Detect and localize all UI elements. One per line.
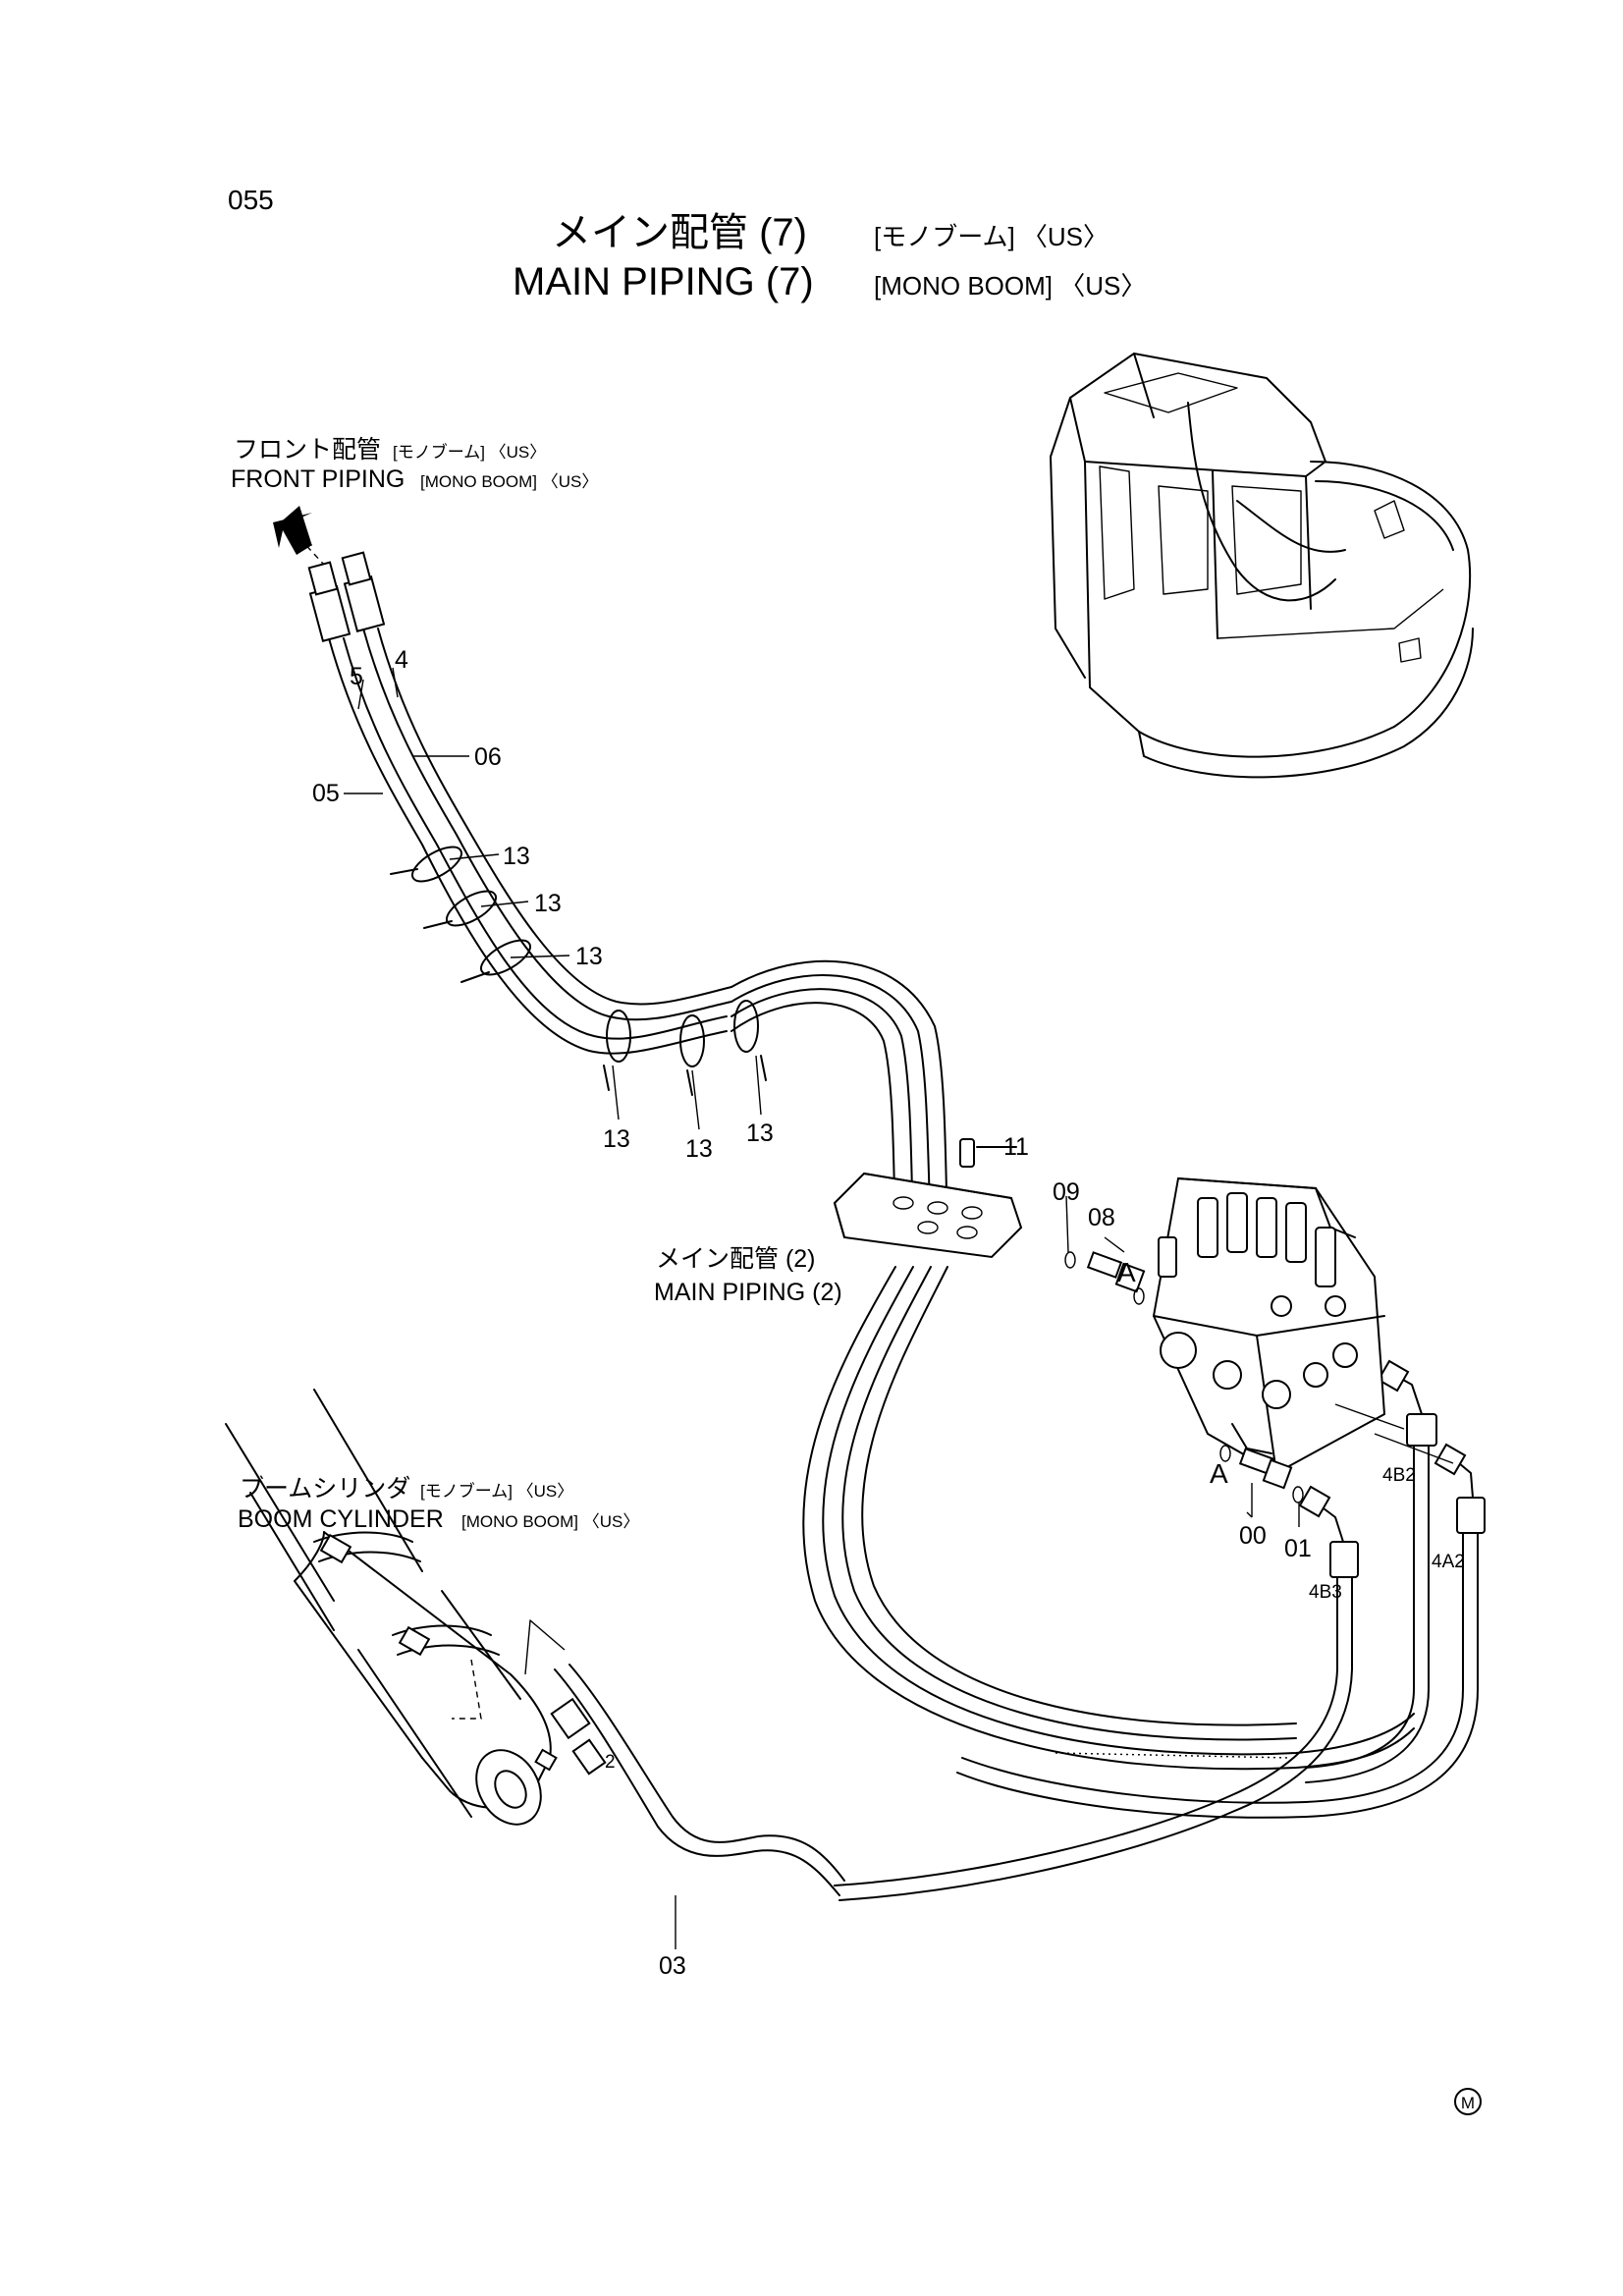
main-piping2-jp: メイン配管 (2) <box>656 1245 816 1273</box>
label-part-4b3: 4B3 <box>1309 1582 1342 1603</box>
control-valve <box>1064 1176 1454 1503</box>
label-part-01: 01 <box>1284 1535 1312 1562</box>
main-piping-block <box>833 1138 1023 1259</box>
label-part-4b2: 4B2 <box>1382 1465 1416 1486</box>
label-part-08: 08 <box>1088 1204 1115 1231</box>
label-part-2: 2 <box>605 1752 616 1773</box>
title-jp: メイン配管 (7) <box>552 211 807 254</box>
excavator-cab-illustration <box>1050 353 1474 779</box>
mark-letter: M <box>1461 2094 1475 2112</box>
label-part-03: 03 <box>659 1952 686 1980</box>
boom-cylinder-en-sub: [MONO BOOM] 〈US〉 <box>461 1512 639 1531</box>
label-part-13d: 13 <box>603 1125 630 1153</box>
part-11-fitting <box>959 1138 975 1168</box>
label-part-5: 5 <box>350 663 363 690</box>
label-part-09: 09 <box>1053 1178 1080 1206</box>
title-en: MAIN PIPING (7) <box>513 260 814 303</box>
title-en-sub: [MONO BOOM] 〈US〉 <box>874 271 1146 301</box>
page-number: 055 <box>228 185 274 215</box>
front-piping-en-sub: [MONO BOOM] 〈US〉 <box>420 472 598 491</box>
boom-cylinder-en: BOOM CYLINDER <box>238 1505 444 1533</box>
boom-cylinder-jp: ブームシリンダ <box>240 1475 410 1503</box>
label-part-4a2: 4A2 <box>1432 1552 1465 1572</box>
manufacturer-mark-icon: M <box>1454 2088 1482 2115</box>
label-part-13a: 13 <box>503 843 530 870</box>
label-part-13b: 13 <box>534 890 562 917</box>
label-part-05: 05 <box>312 780 340 807</box>
label-part-13f: 13 <box>746 1120 774 1147</box>
title-jp-sub: [モノブーム] 〈US〉 <box>874 222 1109 251</box>
front-piping-arrow-icon <box>273 506 312 555</box>
leader-lines <box>344 667 1300 1949</box>
front-piping-en: FRONT PIPING <box>231 465 405 493</box>
label-part-4: 4 <box>395 646 408 674</box>
label-part-13e: 13 <box>685 1135 713 1163</box>
main-piping2-en: MAIN PIPING (2) <box>654 1279 842 1306</box>
label-part-13c: 13 <box>575 943 603 970</box>
hose-05-06 <box>307 551 767 1096</box>
leader-front <box>298 537 325 566</box>
label-part-11: 11 <box>1003 1133 1029 1161</box>
label-part-a1: A <box>1117 1257 1136 1287</box>
front-piping-jp: フロント配管 <box>234 436 381 464</box>
label-part-00: 00 <box>1239 1522 1267 1550</box>
boom-cylinder-jp-sub: [モノブーム] 〈US〉 <box>420 1481 573 1501</box>
hoses-4b2-4a2-4b3 <box>834 1359 1486 1901</box>
boom-cylinder <box>225 1389 845 1896</box>
label-part-06: 06 <box>474 743 502 771</box>
label-part-a2: A <box>1210 1458 1228 1489</box>
front-piping-jp-sub: [モノブーム] 〈US〉 <box>393 442 546 462</box>
